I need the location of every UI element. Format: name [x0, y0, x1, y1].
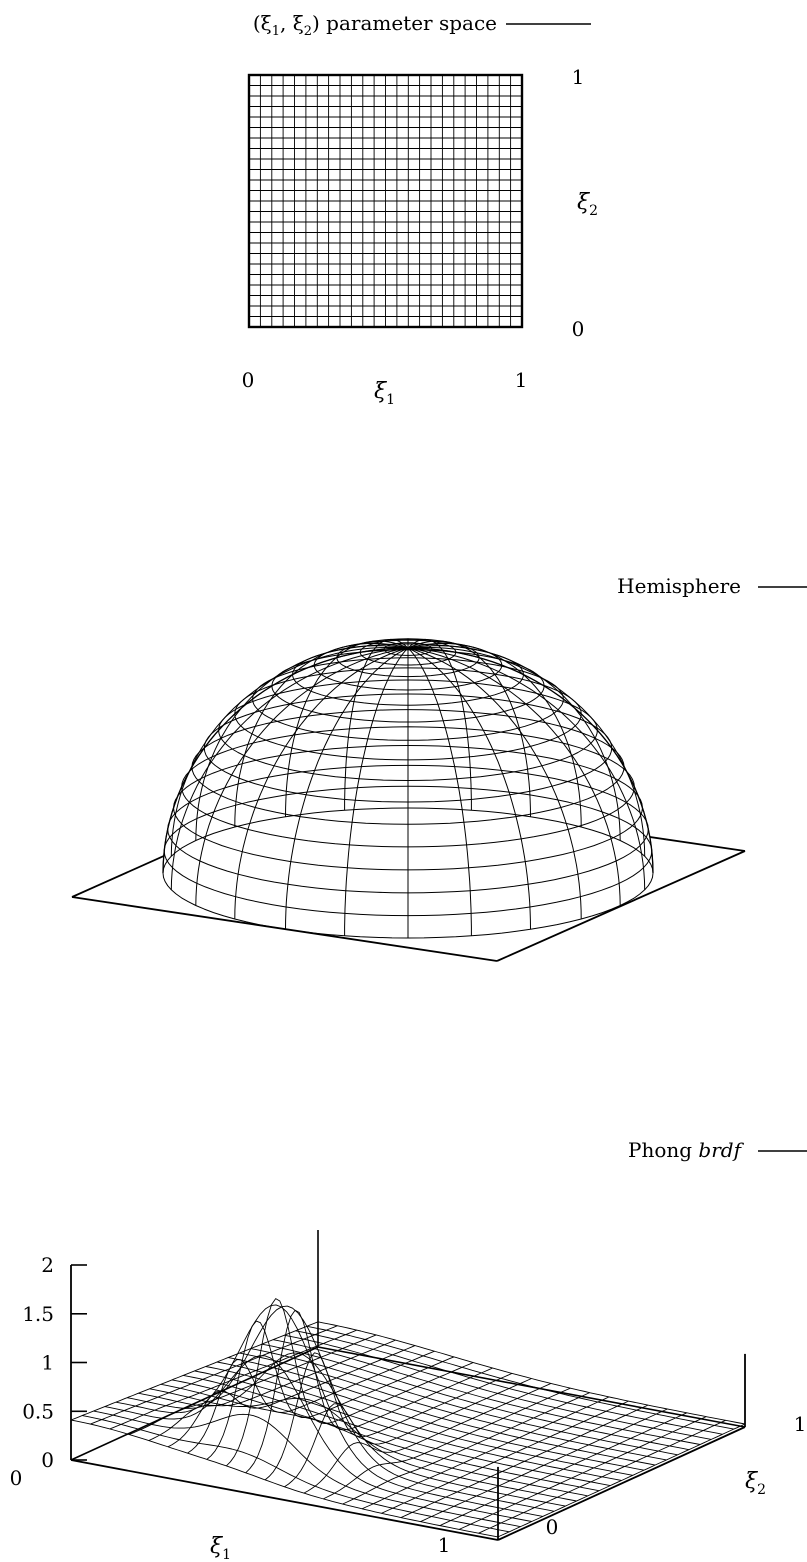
- xi1-max-label: 1: [515, 368, 528, 392]
- surface-line-xi2: [93, 1410, 521, 1528]
- phong-xi2-max-label: 1: [794, 1412, 807, 1436]
- surface-line-xi2: [306, 1325, 734, 1430]
- box-edge-left-floor: [70, 1346, 319, 1461]
- hemisphere-mesh: [162, 638, 654, 939]
- surface-line-xi2: [183, 1374, 611, 1487]
- surface-line-xi2: [250, 1348, 678, 1456]
- plane-edge-front-right: [496, 850, 746, 962]
- box-edge-back-floor: [317, 1346, 746, 1428]
- meridian-line: [344, 647, 409, 936]
- phong-z-axis: 2 1.5 1 0.5 0: [22, 1253, 87, 1472]
- meridian-line: [407, 645, 621, 841]
- surface-line-xi1: [284, 1378, 532, 1488]
- phong-surface-mesh: [70, 1298, 746, 1538]
- surface-line-xi2: [194, 1370, 622, 1481]
- parameter-space-panel: (ξ1, ξ2) parameter space 1 0 ξ2 0 1 ξ1: [242, 11, 598, 408]
- meridian-line: [407, 647, 621, 906]
- phong-xi2-min-label: 0: [546, 1515, 559, 1539]
- parameter-space-grid: [249, 75, 522, 327]
- meridian-line: [344, 638, 409, 811]
- surface-line-xi2: [317, 1321, 746, 1425]
- surface-line-xi2: [104, 1355, 532, 1522]
- surface-line-xi2: [295, 1330, 723, 1435]
- meridian-line: [195, 647, 409, 906]
- surface-line-xi2: [228, 1357, 656, 1466]
- z-tick-label: 0: [41, 1448, 54, 1472]
- meridian-line: [407, 638, 472, 811]
- surface-line-xi2: [261, 1343, 689, 1451]
- hemisphere-key-label: Hemisphere: [617, 574, 741, 598]
- phong-xi1-min-label: 0: [10, 1466, 23, 1490]
- phong-xi1-max-label: 1: [438, 1533, 451, 1557]
- meridian-line: [170, 647, 409, 890]
- meridian-line: [407, 646, 646, 857]
- meridian-line: [285, 647, 409, 930]
- surface-line-xi2: [160, 1383, 588, 1497]
- meridian-line: [407, 642, 582, 828]
- meridian-line: [195, 645, 409, 841]
- z-tick-label: 1.5: [22, 1302, 54, 1326]
- xi1-axis-label: ξ1: [374, 379, 395, 408]
- surface-line-xi2: [273, 1339, 701, 1445]
- xi2-min-label: 0: [572, 317, 585, 341]
- meridian-line: [170, 646, 409, 857]
- hemisphere-silhouette: [162, 647, 654, 874]
- xi1-min-label: 0: [242, 368, 255, 392]
- phong-xi1-axis-label: ξ1: [210, 1534, 231, 1562]
- xi2-max-label: 1: [572, 65, 585, 89]
- surface-line-xi2: [115, 1304, 543, 1517]
- meridian-line: [407, 647, 646, 890]
- surface-line-xi2: [138, 1352, 566, 1507]
- surface-line-xi2: [205, 1366, 633, 1476]
- phong-box-back: [70, 1230, 746, 1461]
- meridian-line: [234, 642, 409, 828]
- surface-line-xi2: [239, 1352, 667, 1461]
- z-tick-label: 0.5: [22, 1399, 54, 1423]
- phong-brdf-panel: Phong brdf 2 1.5 1 0.5 0 0 1 ξ1 0 1 ξ2: [10, 1138, 807, 1562]
- hemisphere-panel: Hemisphere: [71, 574, 807, 962]
- surface-line-xi2: [82, 1415, 510, 1533]
- meridian-line: [285, 640, 409, 817]
- meridian-line: [407, 647, 531, 930]
- hemisphere-plane-front: [71, 850, 746, 962]
- meridian-line: [407, 647, 472, 936]
- phong-box-front: [70, 1265, 746, 1541]
- parameter-space-key-label: (ξ1, ξ2) parameter space: [253, 11, 497, 39]
- xi2-axis-label: ξ2: [577, 190, 598, 219]
- phong-xi2-axis-label: ξ2: [745, 1469, 766, 1498]
- surface-line-xi2: [284, 1334, 712, 1440]
- meridian-line: [234, 647, 409, 920]
- meridian-line: [407, 640, 531, 817]
- surface-line-xi2: [171, 1379, 600, 1492]
- phong-key-label: Phong brdf: [628, 1138, 745, 1162]
- parameter-space-border: [247, 73, 524, 329]
- z-tick-label: 1: [41, 1351, 54, 1375]
- box-edge-right-floor: [497, 1426, 746, 1541]
- plane-edge-front-left: [71, 896, 498, 962]
- box-edge-front-floor: [70, 1459, 499, 1541]
- meridian-line: [407, 647, 582, 920]
- surface-line-xi2: [216, 1361, 645, 1471]
- surface-line-xi2: [70, 1419, 499, 1538]
- z-tick-label: 2: [41, 1253, 54, 1277]
